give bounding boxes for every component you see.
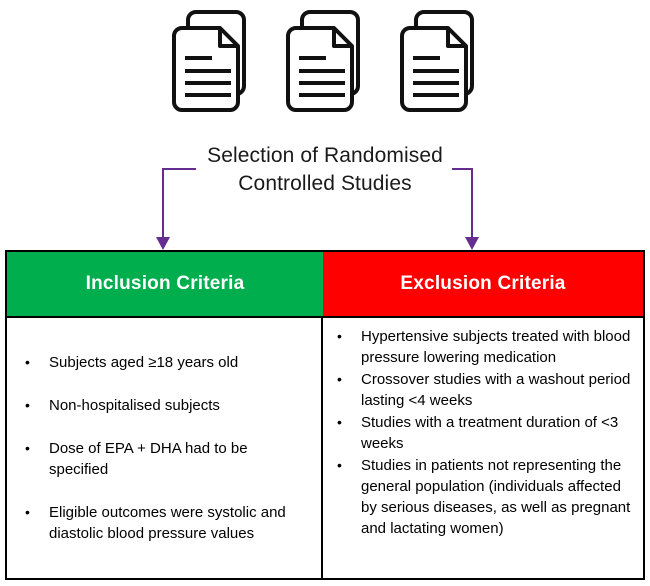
list-item: Non-hospitalised subjects — [15, 395, 309, 416]
document-icons-row — [0, 8, 650, 120]
document-stack-icon — [172, 10, 246, 112]
list-item: Subjects aged ≥18 years old — [15, 352, 309, 373]
list-item: Crossover studies with a washout period … — [327, 369, 635, 411]
diagram-caption: Selection of Randomised Controlled Studi… — [145, 142, 505, 198]
caption-line-2: Controlled Studies — [238, 172, 412, 195]
list-item: Studies with a treatment duration of <3 … — [327, 412, 635, 454]
inclusion-criteria-cell: Subjects aged ≥18 years old Non-hospital… — [7, 318, 323, 578]
list-item: Dose of EPA + DHA had to be specified — [15, 438, 309, 480]
inclusion-criteria-list: Subjects aged ≥18 years old Non-hospital… — [7, 348, 321, 548]
inclusion-criteria-header: Inclusion Criteria — [7, 252, 323, 316]
list-item: Eligible outcomes were systolic and dias… — [15, 502, 309, 544]
document-stack-icon — [400, 10, 474, 112]
criteria-table-header-row: Inclusion Criteria Exclusion Criteria — [7, 252, 643, 318]
criteria-table-body-row: Subjects aged ≥18 years old Non-hospital… — [7, 318, 643, 578]
list-item: Studies in patients not representing the… — [327, 455, 635, 539]
document-stack-icon — [286, 10, 360, 112]
criteria-table: Inclusion Criteria Exclusion Criteria Su… — [5, 250, 645, 580]
list-item: Hypertensive subjects treated with blood… — [327, 326, 635, 368]
exclusion-criteria-header: Exclusion Criteria — [323, 252, 643, 316]
caption-line-1: Selection of Randomised — [207, 144, 443, 167]
exclusion-criteria-list: Hypertensive subjects treated with blood… — [323, 318, 643, 544]
exclusion-criteria-cell: Hypertensive subjects treated with blood… — [323, 318, 643, 578]
